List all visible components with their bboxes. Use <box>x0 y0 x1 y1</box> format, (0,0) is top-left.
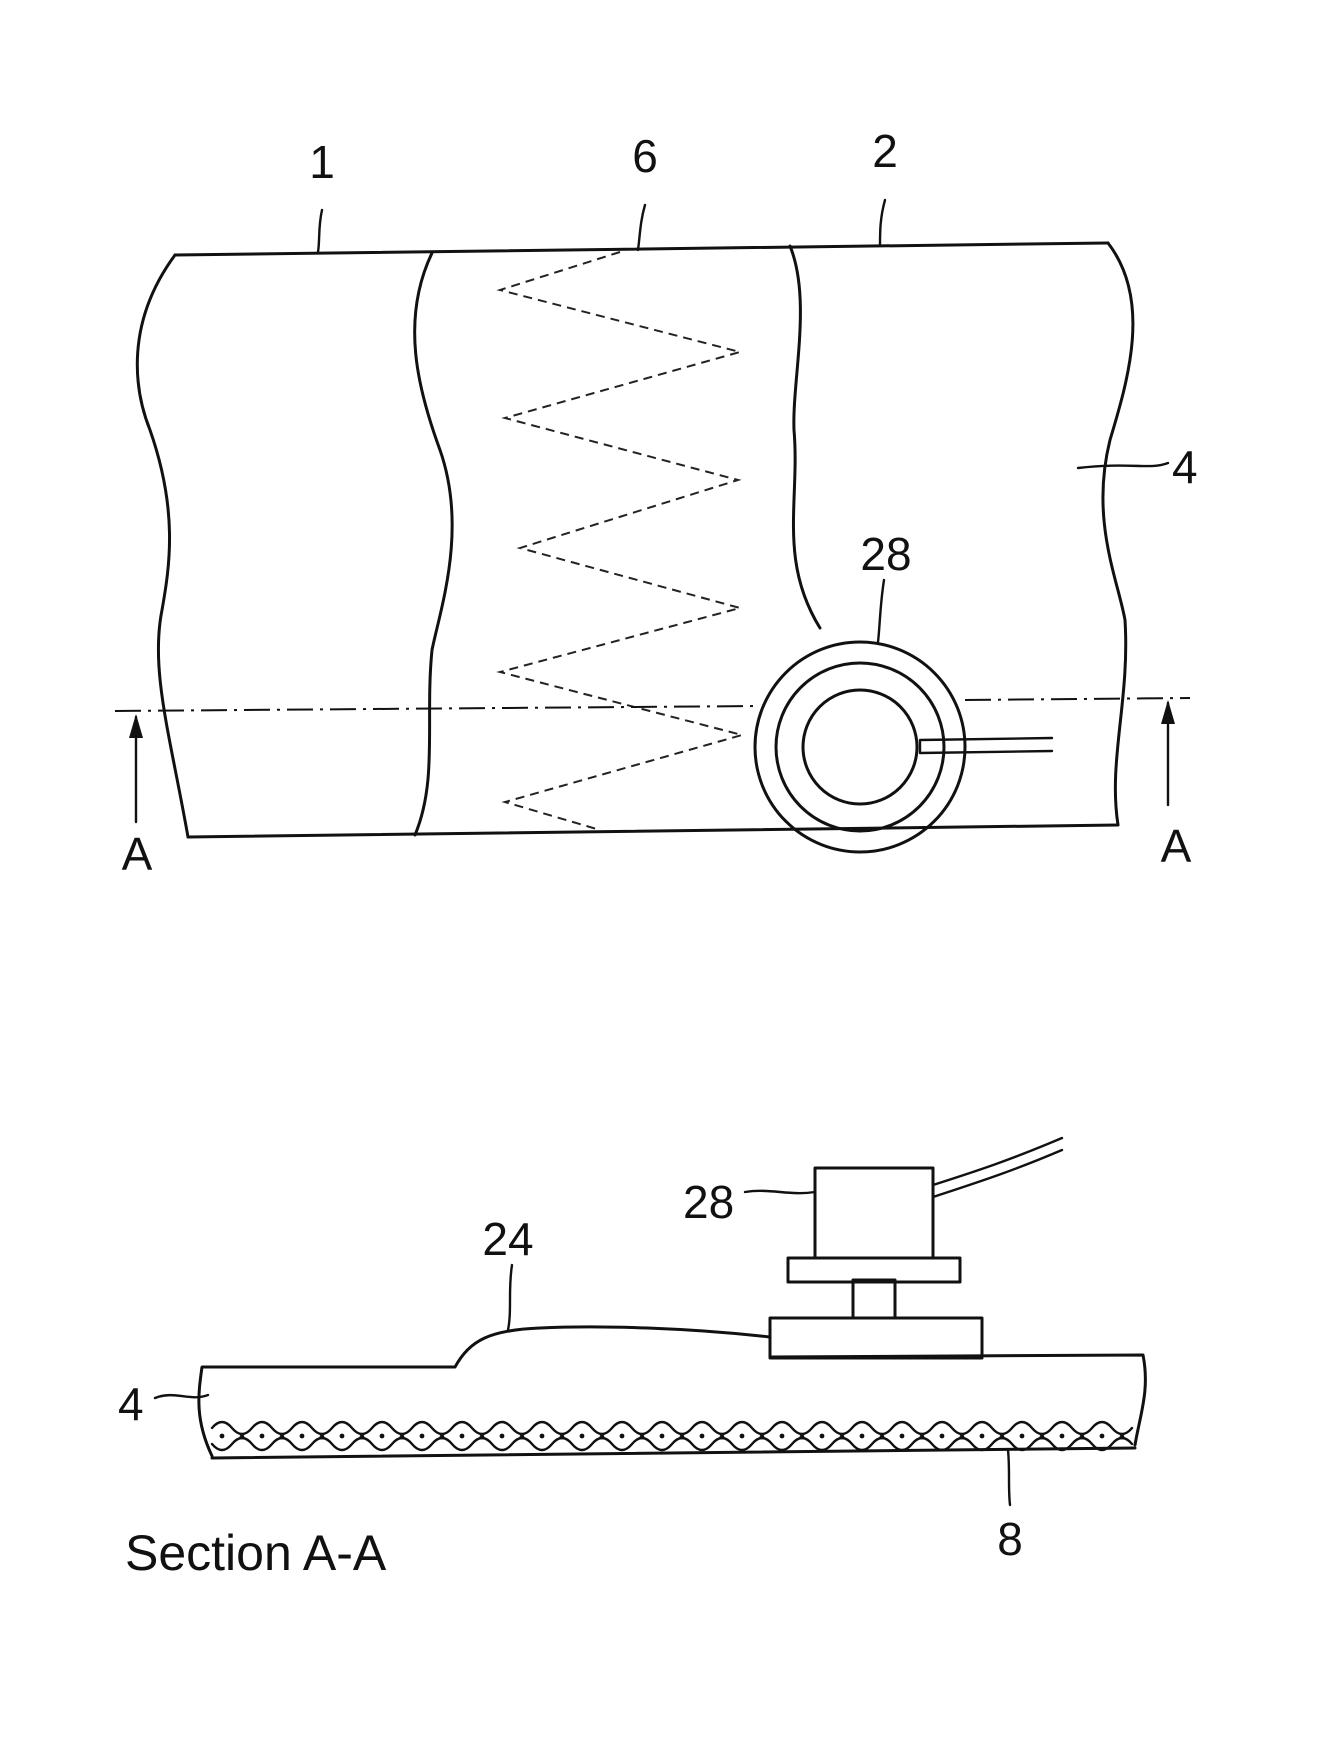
fabric-dot <box>520 1435 525 1440</box>
leader-4-top <box>1078 463 1168 468</box>
transducer-28-section <box>770 1138 1062 1358</box>
fabric-dot <box>660 1434 665 1439</box>
fabric-dot <box>340 1434 345 1439</box>
label-part-4-section: 4 <box>118 1378 144 1430</box>
section-arrow-right-head <box>1161 700 1175 724</box>
fabric-dot <box>240 1435 245 1440</box>
transducer-flange <box>788 1258 960 1282</box>
seam-right <box>790 246 820 628</box>
fabric-dot <box>640 1435 645 1440</box>
fabric-dot <box>620 1434 625 1439</box>
fabric-dot <box>840 1435 845 1440</box>
fabric-dot <box>1080 1435 1085 1440</box>
strip-bottom-edge <box>188 825 1118 837</box>
fabric-dot <box>920 1435 925 1440</box>
section-arrow-left-head <box>129 714 143 738</box>
leader-24 <box>508 1265 512 1330</box>
section-line-a-a-right <box>965 698 1190 700</box>
zigzag-weld-line <box>500 252 742 830</box>
label-part-1: 1 <box>309 136 335 188</box>
fabric-dot <box>560 1435 565 1440</box>
strip-left-break-edge <box>137 255 188 837</box>
fabric-dot <box>260 1434 265 1439</box>
label-part-24: 24 <box>482 1213 533 1265</box>
fabric-dot <box>820 1434 825 1439</box>
seam-left <box>415 253 453 835</box>
fabric-dot <box>380 1434 385 1439</box>
transducer-inner-ring <box>803 690 917 804</box>
transducer-cable-section <box>933 1138 1062 1197</box>
fabric-dot <box>220 1434 225 1439</box>
fabric-layer-wave-upper <box>212 1422 1132 1434</box>
transducer-cable <box>920 738 1052 753</box>
fabric-dot <box>580 1434 585 1439</box>
fabric-dot <box>440 1435 445 1440</box>
fabric-dot <box>320 1435 325 1440</box>
fabric-dot <box>1000 1435 1005 1440</box>
transducer-stem <box>853 1280 895 1318</box>
fabric-dot <box>1120 1435 1125 1440</box>
fabric-dot <box>780 1434 785 1439</box>
fabric-dot <box>980 1434 985 1439</box>
top-view: 1 6 2 4 28 A A <box>115 125 1198 880</box>
fabric-dot <box>1060 1434 1065 1439</box>
fabric-dot <box>500 1434 505 1439</box>
leader-8 <box>1008 1450 1010 1505</box>
strip-top-edge <box>175 243 1108 255</box>
leader-2 <box>880 200 885 245</box>
label-section-a-right: A <box>1161 820 1192 872</box>
section-caption: Section A-A <box>125 1525 387 1581</box>
fabric-dot <box>1100 1434 1105 1439</box>
fabric-dot <box>680 1435 685 1440</box>
transducer-28-top <box>755 642 1052 852</box>
section-line-a-a <box>115 706 760 711</box>
section-view: 28 24 4 8 Section A-A <box>118 1138 1145 1581</box>
fabric-dot <box>860 1434 865 1439</box>
label-part-6: 6 <box>632 130 658 182</box>
leader-28-top <box>878 580 884 642</box>
fabric-dot <box>280 1435 285 1440</box>
leader-1 <box>318 210 322 252</box>
fabric-dot <box>460 1434 465 1439</box>
transducer-base-plate <box>770 1318 982 1358</box>
section-strip-bottom <box>212 1448 1135 1458</box>
leader-6 <box>638 205 645 250</box>
fabric-dot <box>720 1435 725 1440</box>
fabric-dot <box>960 1435 965 1440</box>
transducer-housing <box>815 1168 933 1258</box>
label-part-28-section: 28 <box>683 1176 734 1228</box>
label-part-28-top: 28 <box>860 528 911 580</box>
label-part-8: 8 <box>997 1513 1023 1565</box>
fabric-dot <box>880 1435 885 1440</box>
fabric-dot <box>600 1435 605 1440</box>
fabric-dot <box>360 1435 365 1440</box>
fabric-dot <box>800 1435 805 1440</box>
fabric-layer-dots <box>220 1434 1125 1440</box>
fabric-dot <box>400 1435 405 1440</box>
fabric-dot <box>300 1434 305 1439</box>
fabric-dot <box>1040 1435 1045 1440</box>
fabric-dot <box>700 1434 705 1439</box>
transducer-outer-ring <box>755 642 965 852</box>
fabric-dot <box>740 1434 745 1439</box>
fabric-dot <box>900 1434 905 1439</box>
fabric-dot <box>540 1434 545 1439</box>
fabric-dot <box>760 1435 765 1440</box>
label-part-2: 2 <box>872 125 898 177</box>
fabric-dot <box>1020 1434 1025 1439</box>
leader-28-section <box>745 1191 815 1193</box>
fabric-dot <box>480 1435 485 1440</box>
label-part-4-top: 4 <box>1172 441 1198 493</box>
strip-right-break-edge <box>1103 243 1133 825</box>
label-section-a-left: A <box>122 828 153 880</box>
fabric-dot <box>420 1434 425 1439</box>
fabric-dot <box>940 1434 945 1439</box>
